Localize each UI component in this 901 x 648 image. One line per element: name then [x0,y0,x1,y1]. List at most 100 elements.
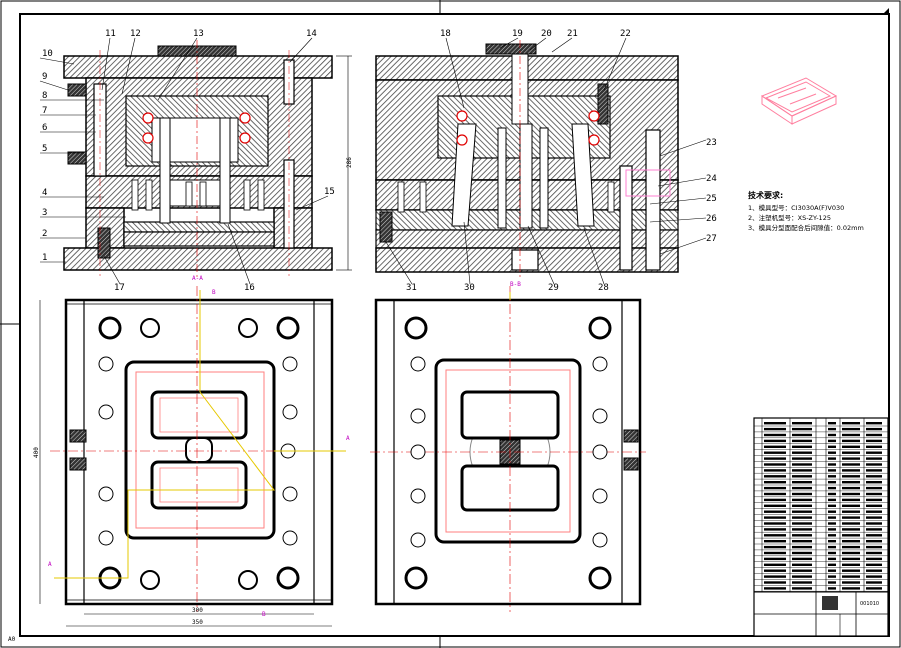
parts-row-cell [792,581,812,584]
parts-row-cell [792,575,812,578]
parts-row-cell [792,545,812,549]
balloon-16: 16 [244,283,255,293]
parts-row-cell [866,551,882,555]
parts-row-cell [792,439,812,443]
parts-row-cell [828,551,836,555]
parts-row-cell [866,528,882,531]
parts-row-cell [842,427,860,431]
balloon-21: 21 [567,29,578,39]
balloon-18: 18 [440,29,451,39]
balloon-23: 23 [706,138,717,148]
parts-row-cell [764,569,786,572]
parts-row-cell [828,563,836,566]
section-label-a: A-A [192,275,203,282]
parts-row-cell [764,557,786,561]
parts-row-cell [866,451,882,454]
parts-row-cell [866,540,882,543]
parts-row-cell [792,563,812,566]
parts-row-cell [866,563,882,566]
cut-mark-b1: B [212,289,216,296]
parts-row-cell [866,433,882,437]
tech-title: 技术要求: [748,190,783,200]
parts-row-cell [866,439,882,443]
balloon-5: 5 [42,144,47,154]
parts-row-cell [828,439,836,443]
section-label-b: B-B [510,281,521,288]
parts-list-rows [754,422,888,592]
parts-row-cell [828,463,836,466]
parts-row-cell [828,510,836,513]
parts-row-cell [866,510,882,513]
parts-row-cell [792,528,812,531]
parts-row-cell [828,528,836,531]
parts-row-cell [842,486,860,490]
title-block-logo [822,596,838,610]
parts-row-cell [842,492,860,496]
parts-row-cell [792,522,812,525]
parts-row-cell [828,422,836,425]
balloon-31: 31 [406,283,417,293]
balloon-1: 1 [42,253,47,263]
parts-row-cell [792,492,812,496]
balloon-19: 19 [512,29,523,39]
parts-row-cell [764,498,786,502]
parts-row-cell [764,504,786,507]
plan-view-right [370,286,646,612]
tech-item-1: 1、模具型号：CI3030A(F)V030 [748,203,844,212]
balloon-14: 14 [306,29,317,39]
parts-row-cell [764,422,786,425]
parts-row-cell [866,445,882,448]
parts-row-cell [792,498,812,502]
parts-row-cell [842,563,860,566]
parts-row-cell [764,587,786,590]
parts-row-cell [828,516,836,519]
parts-row-cell [828,457,836,460]
balloon-22: 22 [620,29,631,39]
parts-row-cell [866,575,882,578]
parts-row-cell [842,433,860,437]
balloon-6: 6 [42,123,47,133]
balloon-11: 11 [105,29,116,39]
parts-row-cell [792,557,812,561]
parts-row-cell [842,534,860,537]
parts-row-cell [828,498,836,502]
parts-row-cell [792,427,812,431]
balloon-9: 9 [42,72,47,82]
parts-row-cell [792,516,812,519]
parts-row-cell [764,457,786,460]
balloon-13: 13 [193,29,204,39]
parts-row-cell [764,427,786,431]
part-isometric-image [760,77,838,125]
parts-row-cell [828,427,836,431]
tech-item-3: 3、模具分型面配合后间隙值：0.02mm [748,223,864,232]
parts-row-cell [866,422,882,425]
balloons: 1 2 3 4 5 6 7 8 9 10 11 12 13 14 15 16 1… [42,29,717,293]
parts-row-cell [828,557,836,561]
parts-row-cell [764,528,786,531]
balloon-8: 8 [42,91,47,101]
parts-row-cell [842,457,860,460]
cut-mark-a1: A [346,435,350,442]
parts-row-cell [828,569,836,572]
parts-row-cell [764,540,786,543]
parts-row-cell [764,486,786,490]
technical-requirements: 技术要求: 1、模具型号：CI3030A(F)V030 2、注塑机型号：XS-Z… [748,190,864,232]
balloon-2: 2 [42,229,47,239]
parts-row-cell [866,463,882,466]
parts-row-cell [842,545,860,549]
parts-row-cell [866,481,882,484]
parts-row-cell [866,504,882,507]
parts-row-cell [764,575,786,578]
parts-row-cell [866,516,882,519]
parts-row-cell [842,475,860,478]
parts-row-cell [792,551,812,555]
cut-mark-b2: B [262,611,266,618]
parts-row-cell [866,475,882,478]
parts-row-cell [792,422,812,425]
parts-row-cell [764,475,786,478]
inner-width-dimension: 300 [192,607,203,614]
parts-row-cell [792,445,812,448]
plate-height-dimension: 400 [33,447,40,458]
parts-row-cell [828,445,836,448]
parts-row-cell [792,451,812,454]
